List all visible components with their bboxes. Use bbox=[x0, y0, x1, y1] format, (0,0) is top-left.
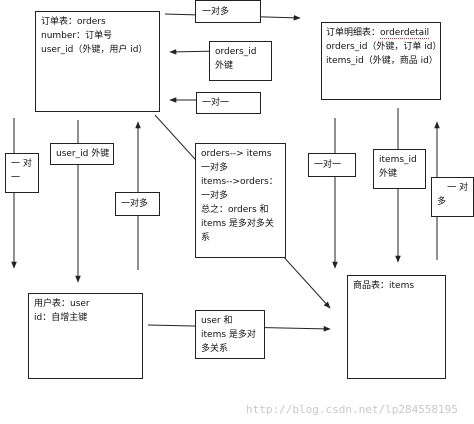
label-items-to-detail-line1: 一 对 bbox=[447, 183, 468, 193]
orders-entity-title: 订单表：orders bbox=[41, 17, 106, 27]
label-detail-to-items-text: 一对一 bbox=[314, 160, 342, 170]
orderdetail-entity-title: 订单明细表：orderdetail bbox=[326, 26, 436, 40]
label-summary-line4: 一对多 bbox=[201, 191, 229, 201]
user-entity-title: 用户表：user bbox=[34, 299, 90, 309]
label-orders-to-orderdetail-text: 一对多 bbox=[202, 7, 230, 17]
orderdetail-items-id: items_id（外键，商品 id） bbox=[326, 56, 438, 66]
label-detail-to-items: 一对一 bbox=[308, 153, 356, 177]
label-items-id-fk-line2: 外键 bbox=[379, 169, 398, 179]
user-entity-box: 用户表：user id：自增主键 bbox=[28, 293, 143, 379]
label-detail-to-orders-text: 一对一 bbox=[202, 98, 230, 108]
orderdetail-title-name: orderdetail bbox=[380, 28, 430, 39]
label-detail-to-orders: 一对一 bbox=[196, 92, 261, 114]
label-user-items: user 和 items 是多对多关系 bbox=[195, 310, 265, 359]
orderdetail-title-prefix: 订单明细表： bbox=[326, 28, 381, 38]
label-orders-user-left: 一 对 一 bbox=[5, 153, 39, 193]
label-items-to-detail-line2: 多 bbox=[437, 197, 447, 207]
label-user-id-fk: user_id 外键 bbox=[50, 143, 114, 165]
orders-entity-number: number：订单号 bbox=[41, 31, 113, 41]
label-items-to-detail: 一 对 多 bbox=[431, 177, 474, 217]
items-entity-box: 商品表：items bbox=[347, 275, 446, 379]
orders-entity-user-id: user_id（外键，用户 id） bbox=[41, 45, 148, 55]
label-summary-line1: orders--> items bbox=[201, 149, 272, 159]
label-summary-line3: items-->orders： bbox=[201, 177, 278, 187]
label-orders-user-left-line2: 一 bbox=[11, 173, 21, 183]
label-user-to-orders: 一对多 bbox=[115, 192, 160, 216]
label-summary-line5: 总之：orders 和 items 是多对多关系 bbox=[201, 205, 274, 243]
orderdetail-orders-id: orders_id（外键，订单 id） bbox=[326, 42, 442, 52]
label-orders-to-orderdetail: 一对多 bbox=[195, 0, 261, 23]
label-orders-id-fk-line2: 外键 bbox=[215, 61, 234, 71]
items-entity-title: 商品表：items bbox=[353, 281, 415, 291]
label-user-items-text: user 和 items 是多对多关系 bbox=[201, 316, 256, 354]
orderdetail-entity-box: 订单明细表：orderdetail orders_id（外键，订单 id） it… bbox=[321, 22, 441, 100]
label-orders-id-fk-line1: orders_id bbox=[215, 47, 257, 57]
label-orders-user-left-line1: 一 对 bbox=[11, 159, 32, 169]
label-user-id-fk-text: user_id 外键 bbox=[56, 149, 110, 159]
watermark: http://blog.csdn.net/lp284558195 bbox=[246, 403, 458, 416]
label-orders-id-fk: orders_id 外键 bbox=[209, 41, 272, 81]
orders-entity-box: 订单表：orders number：订单号 user_id（外键，用户 id） bbox=[35, 11, 160, 112]
user-entity-id: id：自增主键 bbox=[34, 313, 88, 323]
label-summary-line2: 一对多 bbox=[201, 163, 229, 173]
label-items-id-fk-line1: items_id bbox=[379, 155, 417, 165]
label-summary: orders--> items 一对多 items-->orders： 一对多 … bbox=[195, 143, 286, 258]
label-items-id-fk: items_id 外键 bbox=[373, 149, 426, 189]
label-user-to-orders-text: 一对多 bbox=[121, 199, 149, 209]
